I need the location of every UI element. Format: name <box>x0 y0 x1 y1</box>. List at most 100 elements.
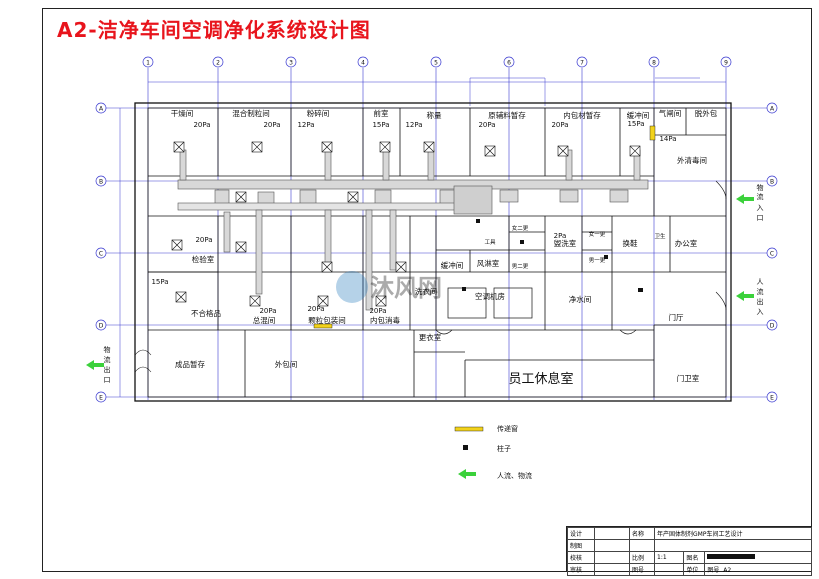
room-name: 风淋室 <box>477 258 500 268</box>
room-name: 空调机房 <box>475 291 505 301</box>
svg-text:男二更: 男二更 <box>512 263 529 270</box>
people-in-char: 流 <box>757 287 764 296</box>
svg-text:15Pa: 15Pa <box>372 121 389 129</box>
room-name: 粉碎间 <box>307 108 330 118</box>
room-name: 脱外包 <box>695 108 718 118</box>
row-label: B <box>770 179 774 186</box>
row-label: B <box>99 179 103 186</box>
room-name: 气闸间 <box>659 108 682 118</box>
col-label: 5 <box>434 60 438 67</box>
door-swings <box>134 180 727 373</box>
pressure-labels: 20Pa 20Pa 12Pa 15Pa 12Pa 20Pa 20Pa 15Pa … <box>151 120 676 315</box>
room-name: 盥洗室 <box>554 238 577 248</box>
svg-text:20Pa: 20Pa <box>369 307 386 315</box>
svg-text:15Pa: 15Pa <box>151 278 168 286</box>
tb-number: A2 <box>723 567 732 574</box>
tb-check: 校核 <box>567 551 595 564</box>
room-name: 缓冲间 <box>441 260 464 270</box>
col-label: 8 <box>652 60 656 67</box>
svg-text:20Pa: 20Pa <box>193 121 210 129</box>
room-name: 净水间 <box>569 294 592 304</box>
air-diffusers <box>171 141 641 307</box>
walls <box>134 102 732 402</box>
row-label: E <box>770 395 774 402</box>
svg-text:2Pa: 2Pa <box>554 232 567 240</box>
tb-design: 设计 <box>567 527 595 540</box>
svg-text:12Pa: 12Pa <box>297 121 314 129</box>
room-name: 更衣室 <box>419 332 442 342</box>
material-out-char: 口 <box>104 376 111 384</box>
svg-text:男一更: 男一更 <box>589 257 606 264</box>
room-name: 称量 <box>427 110 442 120</box>
title-block: 设计 名称 年产固体制剂GMP车间工艺设计 制图 校核 比例 1:1 图名 审核… <box>566 526 812 576</box>
row-label: D <box>99 323 104 330</box>
svg-text:女二更: 女二更 <box>512 224 529 232</box>
room-name: 员工休息室 <box>508 371 573 387</box>
col-label: 7 <box>580 60 584 67</box>
tb-drawing-label: 图名 <box>683 551 706 564</box>
material-in-char: 物 <box>757 183 764 192</box>
dimension-lines <box>119 77 726 397</box>
grid-bubbles <box>95 56 778 403</box>
tb-unit-label: 单位 <box>683 563 706 576</box>
room-name: 门卫室 <box>677 373 700 383</box>
row-label: E <box>99 395 103 402</box>
row-label: D <box>770 323 775 330</box>
room-name: 办公室 <box>675 238 698 248</box>
col-label: 6 <box>507 60 511 67</box>
row-label: C <box>99 251 103 258</box>
people-in-char: 出 <box>757 297 764 306</box>
svg-text:沐风网: 沐风网 <box>370 274 442 302</box>
room-name: 不合格品 <box>191 308 221 318</box>
svg-text:20Pa: 20Pa <box>478 121 495 129</box>
drawing-frame <box>42 8 812 572</box>
material-out-char: 出 <box>104 365 111 374</box>
material-out-char: 物 <box>104 345 111 354</box>
svg-text:12Pa: 12Pa <box>405 121 422 129</box>
row-label: C <box>770 251 774 258</box>
svg-text:14Pa: 14Pa <box>659 135 676 143</box>
col-label: 3 <box>289 60 293 67</box>
room-name: 洗衣间 <box>415 286 438 296</box>
legend-window-symbol <box>454 426 484 432</box>
col-label: 2 <box>216 60 220 67</box>
tb-project: 年产固体制剂GMP车间工艺设计 <box>654 527 812 540</box>
room-name: 内包材暂存 <box>563 110 601 120</box>
people-in-char: 人 <box>757 278 764 286</box>
legend-window-label: 传递窗 <box>497 425 518 433</box>
tb-draw: 制图 <box>567 539 595 552</box>
flow-arrows <box>86 194 754 479</box>
room-name: 前室 <box>374 108 389 118</box>
tb-drawing-bar <box>707 554 756 559</box>
svg-text:工具: 工具 <box>484 239 496 246</box>
tb-number-label: 图号 <box>629 563 655 576</box>
svg-text:20Pa: 20Pa <box>263 121 280 129</box>
room-name: 外清毒间 <box>677 155 707 165</box>
room-name: 原辅料暂存 <box>488 110 526 120</box>
svg-text:20Pa: 20Pa <box>551 121 568 129</box>
tb-scale-label: 比例 <box>629 551 655 564</box>
room-name: 干燥间 <box>171 109 194 118</box>
tb-project-label: 名称 <box>629 527 655 540</box>
columns <box>462 219 643 292</box>
room-name: 总混间 <box>253 315 276 325</box>
material-in-char: 口 <box>757 214 764 222</box>
room-name: 成品暂存 <box>175 359 205 369</box>
people-in-char: 入 <box>757 308 764 316</box>
transfer-windows <box>313 125 656 329</box>
room-name: 检验室 <box>192 254 215 264</box>
svg-text:20Pa: 20Pa <box>307 305 324 313</box>
col-label: 1 <box>146 60 150 67</box>
material-in-char: 入 <box>757 204 764 212</box>
hvac-ducts <box>177 149 649 311</box>
watermark: 沐风网 <box>336 271 442 303</box>
legend-column-label: 柱子 <box>497 445 511 453</box>
svg-text:20Pa: 20Pa <box>195 236 212 244</box>
col-label: 9 <box>724 60 728 67</box>
svg-text:20Pa: 20Pa <box>259 307 276 315</box>
svg-text:卫生: 卫生 <box>654 232 666 240</box>
room-name: 换鞋 <box>623 238 638 248</box>
room-name: 内包消毒 <box>370 315 400 325</box>
tb-scale: 1:1 <box>653 551 685 564</box>
